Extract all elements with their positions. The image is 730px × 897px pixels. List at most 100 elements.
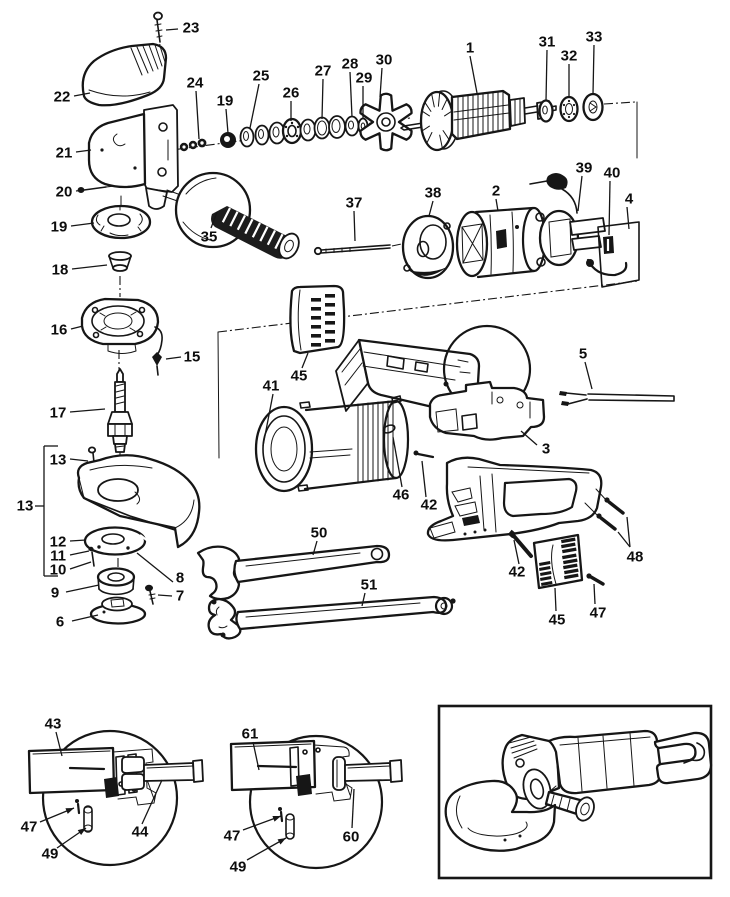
- housing-clamshell-top-drawing: [335, 338, 481, 412]
- part-label-42: 42: [421, 497, 438, 514]
- part-label-5: 5: [579, 346, 587, 363]
- spindle-17-drawing: [107, 368, 133, 453]
- part-label-3: 3: [542, 441, 550, 458]
- assembled-tool-thumbnail: [437, 704, 713, 880]
- leader-line: [545, 49, 548, 102]
- vent-cover-45-top-drawing: [289, 284, 346, 355]
- leader-line: [73, 92, 91, 97]
- part-label-49: 49: [42, 846, 59, 863]
- leader-line: [593, 583, 596, 605]
- part-label-35: 35: [201, 229, 218, 246]
- leader-line: [69, 458, 89, 462]
- leader-line: [495, 198, 499, 212]
- inner-flange-9-drawing: [96, 567, 136, 596]
- screw-42b-drawing: [507, 529, 533, 558]
- leader-line: [69, 550, 90, 556]
- part-label-7: 7: [176, 588, 184, 605]
- leader-arrowhead: [65, 808, 74, 814]
- part-label-13: 13: [17, 498, 34, 515]
- leader-line: [301, 352, 309, 369]
- part-label-39: 39: [576, 160, 593, 177]
- leader-line: [75, 189, 85, 192]
- inset-switch-detail-1: [27, 729, 204, 867]
- part-label-13: 13: [50, 452, 67, 469]
- part-label-27: 27: [315, 63, 332, 80]
- leader-line: [262, 393, 274, 447]
- leader-line: [165, 356, 182, 360]
- part-label-47: 47: [224, 828, 241, 845]
- spacer-18-drawing: [108, 251, 132, 272]
- clip-46-drawing: [382, 424, 435, 459]
- leader-line: [379, 67, 383, 98]
- leader-line: [353, 210, 356, 242]
- leader-line: [69, 539, 87, 542]
- part-label-11: 11: [50, 548, 66, 565]
- part-label-37: 37: [346, 195, 363, 212]
- leader-line: [577, 175, 583, 212]
- part-label-40: 40: [604, 165, 621, 182]
- washer-31-drawing: [538, 99, 554, 123]
- leader-arrowhead: [77, 828, 86, 836]
- leader-arrowhead: [277, 838, 286, 845]
- part-label-29: 29: [356, 70, 373, 87]
- part-label-31: 31: [539, 34, 556, 51]
- part-label-47: 47: [590, 605, 607, 622]
- armature-1-drawing: [400, 89, 557, 152]
- screw-23-drawing: [153, 11, 163, 43]
- leader-line: [626, 206, 630, 230]
- leader-line: [626, 516, 631, 548]
- part-label-46: 46: [393, 487, 410, 504]
- leader-line: [70, 222, 95, 227]
- part-label-1: 1: [466, 40, 474, 57]
- part-label-19: 19: [217, 93, 234, 110]
- part-label-51: 51: [361, 577, 378, 594]
- part-label-43: 43: [45, 716, 62, 733]
- part-label-19: 19: [51, 219, 68, 236]
- fan-baffle-38-drawing: [401, 214, 455, 280]
- leader-arrowhead: [272, 815, 281, 822]
- leader-line: [592, 44, 595, 95]
- part-label-18: 18: [52, 262, 69, 279]
- part-label-21: 21: [56, 145, 73, 162]
- screw-7-drawing: [145, 584, 156, 605]
- leader-line: [69, 408, 106, 413]
- outer-flange-6-drawing: [89, 596, 147, 625]
- switch-bracket-3-drawing: [428, 380, 546, 441]
- part-label-41: 41: [263, 378, 280, 395]
- leader-line: [195, 90, 200, 140]
- clamp-ring-12-drawing: [83, 526, 149, 567]
- leader-line: [157, 594, 173, 597]
- part-label-10: 10: [50, 562, 67, 579]
- part-label-8: 8: [176, 570, 184, 587]
- part-label-38: 38: [425, 185, 442, 202]
- clamp-washer-19-drawing: [90, 195, 152, 240]
- part-label-16: 16: [51, 322, 68, 339]
- part-label-20: 20: [56, 184, 73, 201]
- leader-line: [225, 108, 229, 134]
- leader-line: [210, 211, 218, 229]
- leader-line: [71, 264, 108, 270]
- leader-line: [608, 180, 611, 236]
- part-label-45: 45: [291, 368, 308, 385]
- gearcase-cover-22-drawing: [81, 42, 168, 107]
- leader-line: [65, 584, 100, 593]
- part-label-61: 61: [242, 726, 259, 743]
- part-label-15: 15: [184, 349, 201, 366]
- part-label-4: 4: [625, 191, 634, 208]
- pin-spanner-51-drawing: [207, 595, 456, 640]
- leader-line: [513, 539, 520, 565]
- bearing-33-drawing: [582, 92, 604, 122]
- bearing-32-drawing: [559, 95, 579, 123]
- leader-line: [361, 592, 366, 607]
- side-handle-35-drawing: [174, 171, 300, 260]
- leader-line: [428, 200, 434, 217]
- housing-clamshell-bottom-drawing: [426, 456, 608, 542]
- part-label-48: 48: [627, 549, 644, 566]
- leader-line: [165, 28, 179, 31]
- bearing-plate-16-drawing: [80, 297, 163, 376]
- leader-line: [55, 731, 63, 757]
- leader-line: [312, 540, 318, 556]
- part-label-50: 50: [311, 525, 328, 542]
